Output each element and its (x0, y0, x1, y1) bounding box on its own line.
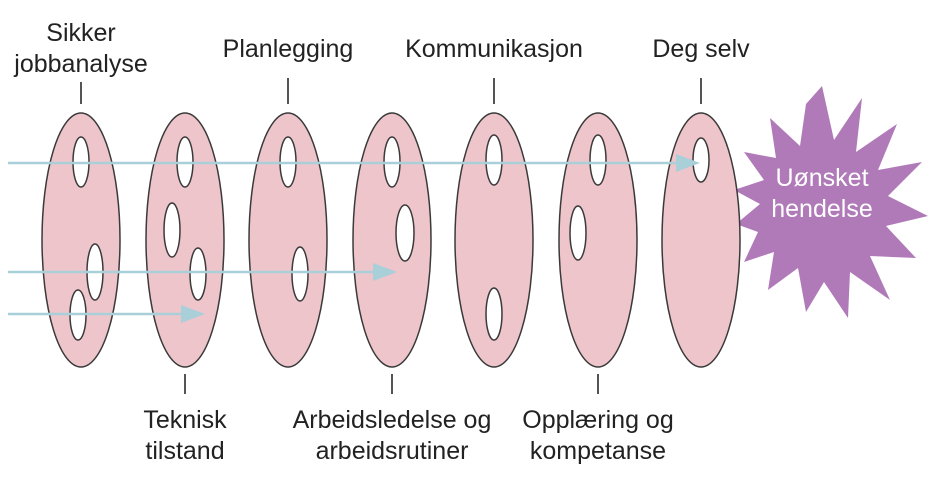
label-arbeidsledelse: Arbeidsledelse og arbeidsrutiner (280, 405, 504, 467)
label-line: Sikker (46, 19, 116, 47)
slice-6-hole (589, 134, 607, 186)
slice-1 (41, 112, 121, 368)
trajectory-arrowhead-bottom (181, 305, 205, 323)
slice-2-hole (163, 202, 181, 258)
slice-6-body (558, 112, 638, 368)
slice-2-body (145, 112, 225, 368)
slice-5 (454, 112, 534, 368)
label-teknisk-tilstand: Teknisk tilstand (115, 405, 255, 467)
slice-3 (248, 112, 328, 368)
label-line: Opplæring og (522, 406, 674, 434)
label-kommunikasjon: Kommunikasjon (389, 34, 599, 65)
defense-layers (41, 112, 741, 368)
label-opplaering: Opplæring og kompetanse (504, 405, 692, 467)
label-line: Planlegging (222, 35, 354, 63)
slice-5-hole (485, 287, 503, 341)
slice-2 (145, 112, 225, 368)
slice-3-hole (291, 246, 309, 302)
event-label-line: Uønsket (775, 164, 869, 192)
label-deg-selv: Deg selv (636, 34, 766, 65)
label-line: Teknisk (143, 406, 227, 434)
slice-7-hole (692, 137, 710, 183)
slice-3-body (248, 112, 328, 368)
slice-1-body (41, 112, 121, 368)
label-planlegging: Planlegging (208, 34, 368, 65)
slice-5-body (454, 112, 534, 368)
unwanted-event-label: Uønsket hendelse (762, 163, 882, 225)
trajectory-arrowhead-middle (373, 263, 397, 281)
slice-4-hole (395, 204, 415, 262)
slice-6 (558, 112, 638, 368)
slice-4 (352, 112, 432, 368)
slice-6-hole (569, 205, 587, 261)
label-line: Kommunikasjon (405, 35, 583, 63)
slice-2-hole (189, 247, 207, 301)
slice-4-body (352, 112, 432, 368)
slice-7 (661, 112, 741, 368)
unwanted-event-starburst (734, 86, 928, 318)
label-line: arbeidsrutiner (315, 437, 469, 465)
label-line: Deg selv (652, 35, 750, 63)
connector-lines (80, 78, 702, 394)
label-sikker-jobbanalyse: Sikker jobbanalyse (0, 18, 162, 80)
label-line: kompetanse (529, 437, 667, 465)
slice-5-hole (485, 134, 503, 186)
event-label-line: hendelse (771, 195, 873, 223)
slice-7-body (661, 112, 741, 368)
label-line: tilstand (145, 437, 225, 465)
label-line: Arbeidsledelse og (292, 406, 492, 434)
label-line: jobbanalyse (14, 50, 148, 78)
hazard-arrows (8, 154, 700, 323)
trajectory-arrowhead-top (676, 154, 700, 172)
